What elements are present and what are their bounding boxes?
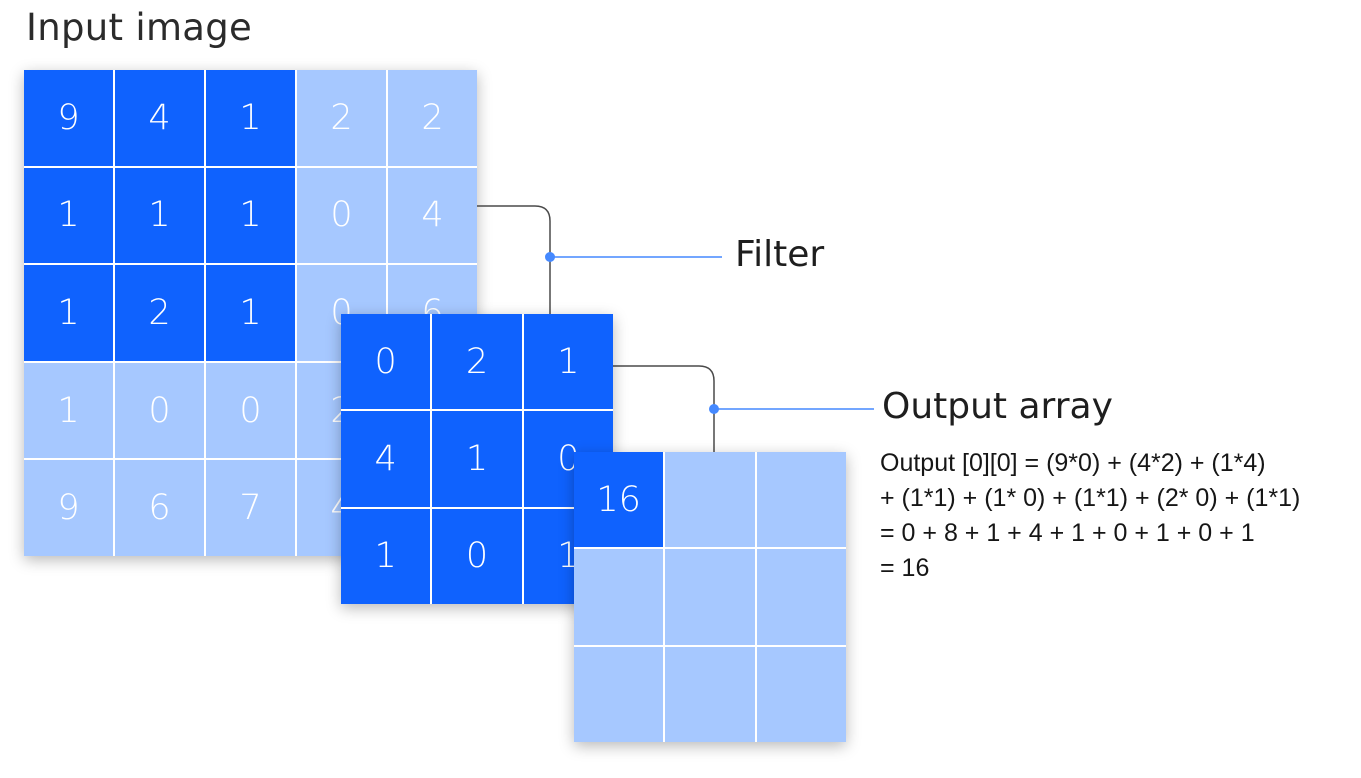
filter-cell-r2-c0: 1 [341,508,431,604]
output-cell-r0-c2 [756,452,846,548]
output-cell-r0-c0: 16 [574,452,664,548]
input-cell-r1-c4: 4 [388,167,477,264]
output-cell-r2-c1 [665,646,755,742]
input-cell-r0-c3: 2 [297,70,386,166]
input-cell-r1-c3: 0 [297,167,386,264]
output-cell-r1-c0 [574,549,664,645]
output-cell-r1-c2 [756,549,846,645]
input-cell-r1-c1: 1 [115,167,204,264]
input-cell-r0-c1: 4 [115,70,204,166]
filter-cell-r0-c1: 2 [432,314,522,410]
calculation-text: Output [0][0] = (9*0) + (4*2) + (1*4) + … [880,446,1300,586]
output-pointer-dot [709,404,719,414]
input-cell-r4-c2: 7 [206,460,295,556]
input-cell-r2-c0: 1 [24,265,113,361]
filter-cell-r2-c1: 0 [432,508,522,604]
input-cell-r3-c2: 0 [206,362,295,459]
output-cell-r1-c1 [665,549,755,645]
filter-cell-r1-c0: 4 [341,411,431,507]
calculation-line: + (1*1) + (1* 0) + (1*1) + (2* 0) + (1*1… [880,484,1301,512]
input-cell-r0-c2: 1 [206,70,295,166]
input-cell-r2-c2: 1 [206,265,295,361]
filter-cell-r0-c2: 1 [523,314,613,410]
input-cell-r4-c1: 6 [115,460,204,556]
output-cell-r2-c2 [756,646,846,742]
filter-cell-r0-c0: 0 [341,314,431,410]
input-cell-r1-c2: 1 [206,167,295,264]
filter-pointer-dot [545,252,555,262]
output-array-label: Output array [882,386,1113,427]
input-cell-r0-c4: 2 [388,70,477,166]
input-cell-r3-c1: 0 [115,362,204,459]
output-cell-r2-c0 [574,646,664,742]
input-image-title: Input image [26,6,253,49]
input-cell-r1-c0: 1 [24,167,113,264]
calculation-line: = 0 + 8 + 1 + 4 + 1 + 0 + 1 + 0 + 1 [880,519,1255,547]
filter-label: Filter [735,234,825,275]
input-image-grid: 9412211104121061002696743 [24,70,477,556]
input-cell-r2-c1: 2 [115,265,204,361]
output-array-grid: 16 [574,452,846,742]
input-cell-r4-c0: 9 [24,460,113,556]
output-connector-line [613,365,715,452]
filter-cell-r1-c1: 1 [432,411,522,507]
calculation-line: Output [0][0] = (9*0) + (4*2) + (1*4) [880,449,1266,477]
input-cell-r3-c0: 1 [24,362,113,459]
calculation-line: = 16 [880,554,930,582]
filter-connector-line [477,205,551,314]
output-cell-r0-c1 [665,452,755,548]
input-cell-r0-c0: 9 [24,70,113,166]
